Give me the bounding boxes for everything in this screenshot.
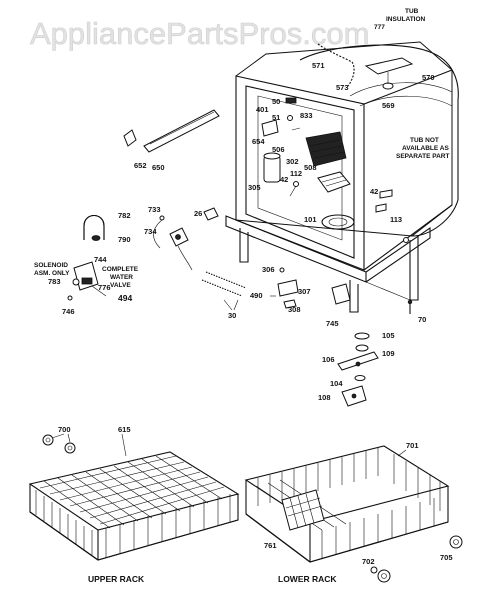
tub-note-line1: TUB <box>405 8 419 15</box>
tub-note-ref: 777 <box>374 24 385 31</box>
callout-571: 571 <box>312 61 325 70</box>
callout-615: 615 <box>118 425 131 434</box>
callout-308: 308 <box>288 305 301 314</box>
callout-106: 106 <box>322 355 335 364</box>
valve-note-line1: SOLENOID <box>34 262 68 269</box>
side-note-line2: AVAILABLE AS <box>402 145 449 152</box>
callout-302: 302 <box>286 157 299 166</box>
callout-70: 70 <box>418 315 426 324</box>
callout-744: 744 <box>94 255 107 264</box>
callout-490: 490 <box>250 291 263 300</box>
callout-700: 700 <box>58 425 71 434</box>
callout-652: 652 <box>134 161 147 170</box>
callout-307: 307 <box>298 287 311 296</box>
callout-733: 733 <box>148 205 161 214</box>
inlet-hose <box>83 214 105 241</box>
lower-rack-wheel-702 <box>370 566 391 583</box>
valve-note-line5: VALVE <box>110 282 131 289</box>
callout-570: 570 <box>422 73 435 82</box>
screw-70 <box>407 299 413 314</box>
callout-654: 654 <box>252 137 265 146</box>
dishwasher-tub <box>225 41 459 313</box>
callout-50: 50 <box>272 97 280 106</box>
side-note-line3: SEPARATE PART <box>396 153 449 160</box>
callout-833: 833 <box>300 111 313 120</box>
callout-746: 746 <box>62 307 75 316</box>
callout-401: 401 <box>256 105 269 114</box>
callout-113: 113 <box>390 215 402 224</box>
door-gasket-rail <box>123 109 220 153</box>
callout-42b: 42 <box>370 187 378 196</box>
callout-702: 702 <box>362 557 375 566</box>
lower-rack-wheel-705 <box>449 535 463 549</box>
water-valve <box>67 261 107 301</box>
side-note-line1: TUB NOT <box>410 137 439 144</box>
callout-650: 650 <box>152 163 165 172</box>
callout-305: 305 <box>248 183 261 192</box>
callout-705: 705 <box>440 553 453 562</box>
lower-rack-caption: LOWER RACK <box>278 574 337 584</box>
callout-782: 782 <box>118 211 131 220</box>
tub-clip <box>331 283 351 305</box>
callout-508: 508 <box>304 163 317 172</box>
rack-rollers-700 <box>42 433 76 454</box>
valve-note-line2: ASM. ONLY <box>34 270 70 277</box>
callout-701: 701 <box>406 441 419 450</box>
callout-745: 745 <box>326 319 339 328</box>
callout-51: 51 <box>272 113 280 122</box>
callout-109: 109 <box>382 349 395 358</box>
callout-108: 108 <box>318 393 331 402</box>
door-springs <box>201 271 247 311</box>
tub-note-line2: INSULATION <box>386 16 426 23</box>
callout-761: 761 <box>264 541 277 550</box>
callout-26: 26 <box>194 209 202 218</box>
hinge-parts <box>270 267 299 309</box>
callout-783: 783 <box>48 277 61 286</box>
callout-494: 494 <box>118 293 132 303</box>
callout-104: 104 <box>330 379 343 388</box>
spray-arm-parts <box>337 332 379 407</box>
upper-rack <box>28 451 240 561</box>
callout-506: 506 <box>272 145 285 154</box>
callout-101: 101 <box>304 215 317 224</box>
watermark: AppliancePartsPros.com <box>30 16 369 51</box>
callout-790: 790 <box>118 235 131 244</box>
callout-569: 569 <box>382 101 395 110</box>
silverware-basket <box>281 489 325 531</box>
callout-776: 776 <box>98 283 111 292</box>
callout-306: 306 <box>262 265 275 274</box>
upper-rack-caption: UPPER RACK <box>88 574 145 584</box>
callout-573: 573 <box>336 83 349 92</box>
callout-734: 734 <box>144 227 157 236</box>
callout-105: 105 <box>382 331 395 340</box>
valve-note-line4: WATER <box>110 274 133 281</box>
callout-42a: 42 <box>280 175 288 184</box>
door-switch-assembly <box>153 207 219 271</box>
valve-note-line3: COMPLETE <box>102 266 139 273</box>
callout-30: 30 <box>228 311 236 320</box>
callout-112: 112 <box>290 169 302 178</box>
